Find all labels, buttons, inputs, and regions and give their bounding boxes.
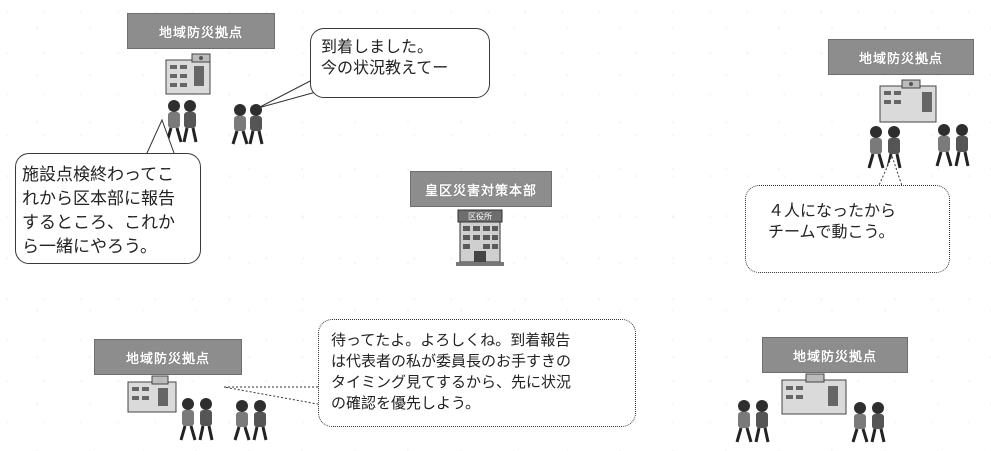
station-label-top-right: 地域防災拠点 [828, 39, 974, 75]
station-illustration-top-left [165, 53, 264, 145]
station-label-top-left: 地域防災拠点 [127, 13, 275, 49]
bubble-tail-four-people [875, 154, 905, 193]
person-icon [851, 402, 869, 443]
station-illustration-bottom-left [127, 375, 268, 441]
station-label-bottom-right: 地域防災拠点 [762, 337, 908, 373]
station-illustration-bottom-right [735, 373, 886, 443]
speech-bubble-waiting: 待ってたよ。よろしくね。到着報告 は代表者の私が委員長のお手すきの タイミング見… [318, 319, 636, 427]
person-icon [954, 124, 970, 167]
person-icon [231, 104, 249, 145]
station-label-bottom-left: 地域防災拠点 [94, 339, 242, 375]
person-icon [233, 400, 251, 441]
bubble-tail-arrived [257, 77, 317, 109]
speech-bubble-arrived: 到着しました。 今の状況教えてー [310, 28, 490, 98]
person-icon [179, 398, 197, 441]
ward-office-building-icon: 区役所 [456, 209, 504, 266]
hub-label: 皇区災害対策本部 [410, 171, 552, 207]
bubble-tail-waiting [223, 386, 335, 408]
person-icon [754, 400, 770, 443]
station-building-icon [781, 373, 847, 415]
station-building-icon [127, 375, 177, 413]
person-icon [935, 124, 953, 167]
person-icon [735, 400, 753, 443]
person-icon [198, 398, 214, 441]
speech-bubble-inspection: 施設点検終わってこ れから区本部に報告 するところ、これか ら一緒にやろう。 [15, 153, 201, 264]
speech-bubble-four-people: ４人になったから チームで動こう。 [745, 185, 950, 273]
ward-office-sign: 区役所 [468, 211, 492, 221]
station-illustration-top-right [867, 79, 970, 169]
station-building-icon [165, 53, 211, 95]
person-icon [870, 402, 886, 443]
person-icon [867, 126, 885, 169]
person-icon [252, 400, 268, 441]
person-icon [182, 100, 198, 143]
station-building-icon [879, 79, 937, 123]
